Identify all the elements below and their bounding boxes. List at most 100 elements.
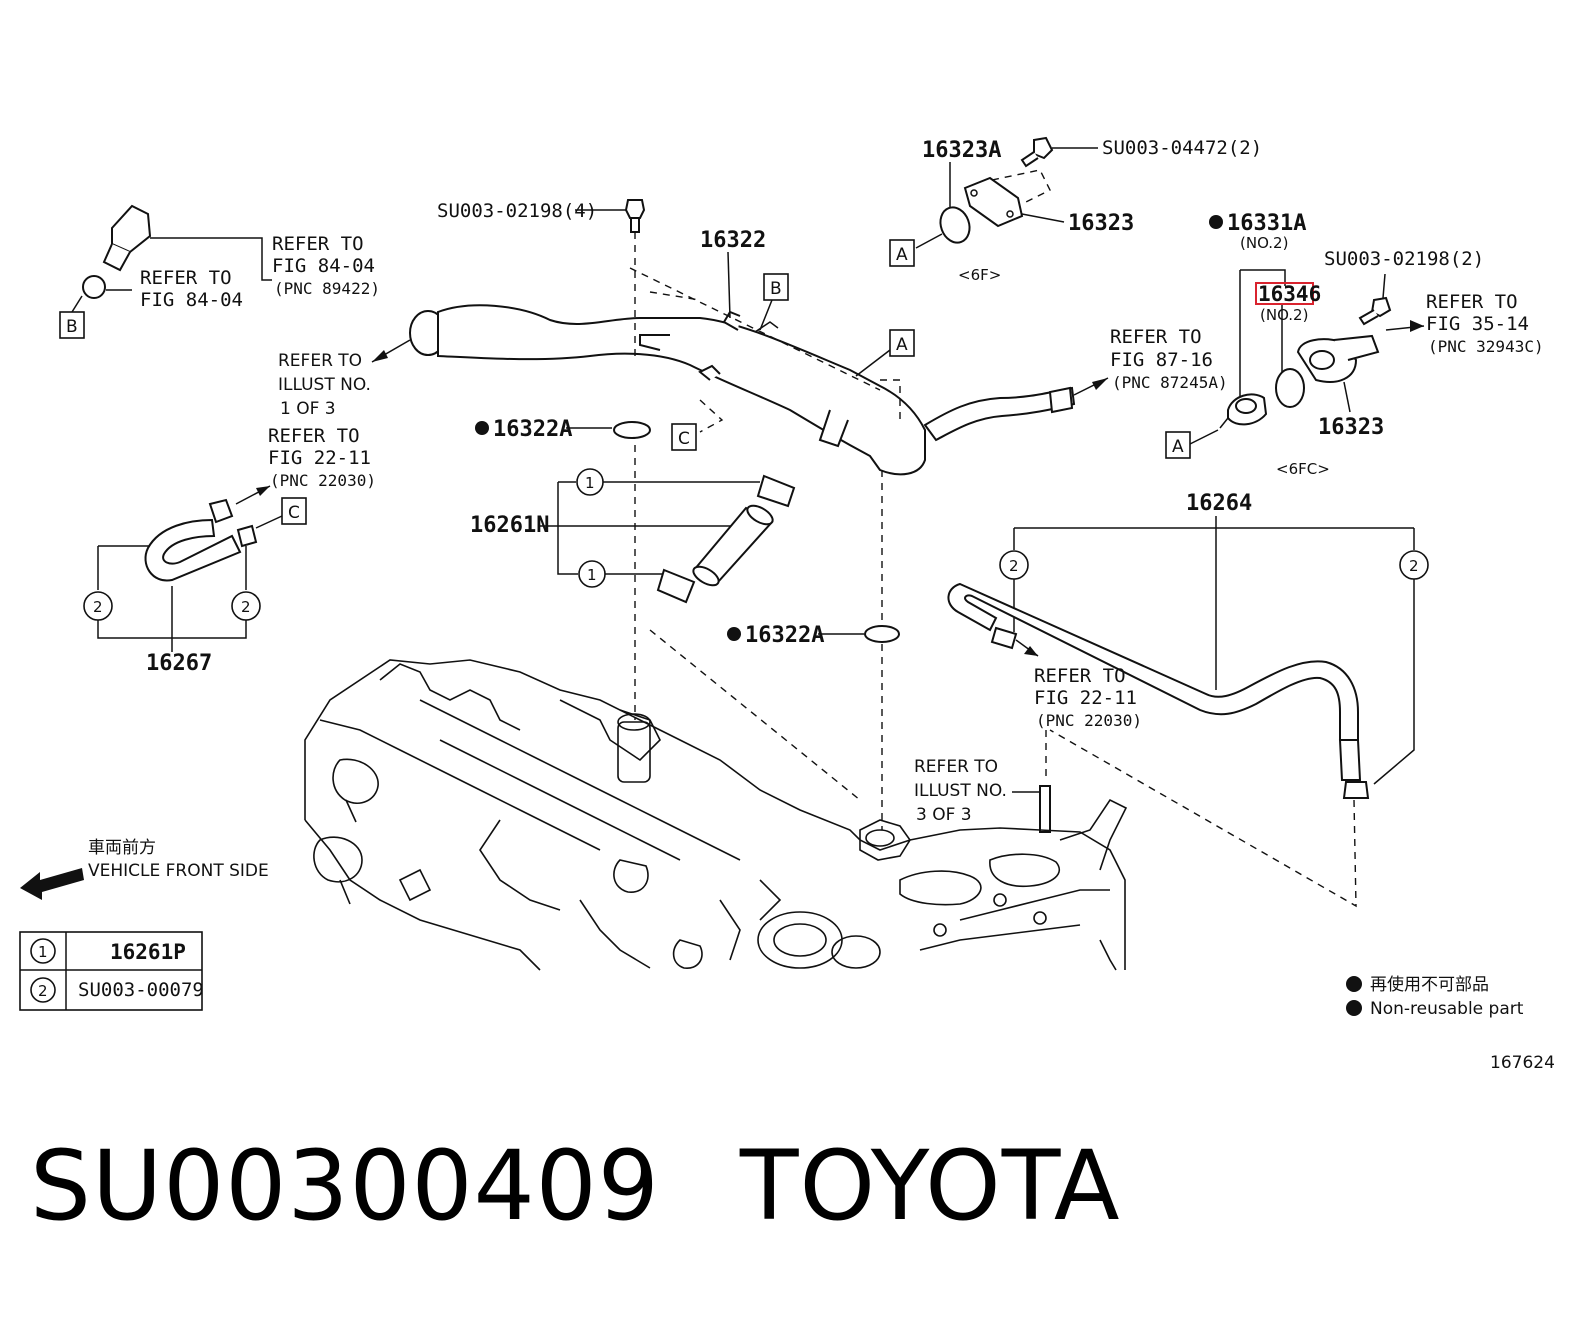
no2-label: (NO.2) (1260, 306, 1308, 324)
refer-to-label: REFER TO (268, 425, 360, 447)
fig-87-16-label: FIG 87-16 (1110, 349, 1213, 371)
gasket-ring-icon (1275, 368, 1305, 408)
callout-c-pipe: C (671, 423, 697, 451)
svg-text:2: 2 (1409, 557, 1419, 575)
pnc-87245a-label: (PNC 87245A) (1112, 373, 1228, 392)
fig-22-11-label: FIG 22-11 (268, 447, 371, 469)
callout-2-right-a: 2 (999, 550, 1029, 580)
illust-no-label: ILLUST NO. (914, 781, 1007, 801)
svg-text:2: 2 (93, 598, 103, 616)
hose-16264-icon (947, 582, 1370, 799)
svg-text:2: 2 (1009, 557, 1019, 575)
svg-text:C: C (678, 429, 690, 449)
svg-text:2: 2 (38, 982, 48, 1000)
o-ring-16322a-label: 16322A (493, 417, 572, 442)
hose-16264-label: 16264 (1186, 491, 1252, 516)
vehicle-front-en-label: VEHICLE FRONT SIDE (88, 861, 269, 881)
non-reusable-dot-icon (1346, 1000, 1362, 1016)
refer-to-label: REFER TO (1426, 291, 1518, 313)
refer-to-label: REFER TO (140, 267, 232, 289)
callout-1-top: 1 (576, 468, 604, 496)
svg-text:A: A (896, 245, 908, 265)
legend-jp-label: 再使用不可部品 (1370, 974, 1489, 995)
figure-number: 167624 (1490, 1053, 1555, 1073)
pnc-32943c-label: (PNC 32943C) (1428, 337, 1544, 356)
key-row-2: 2 SU003-00079 (30, 977, 204, 1003)
bolt-su003-02198-2-label: SU003-02198(2) (1324, 248, 1484, 270)
key-part-su003-00079: SU003-00079 (78, 979, 204, 1001)
hose-16267-label: 16267 (146, 651, 212, 676)
bolt-su003-04472-label: SU003-04472(2) (1102, 137, 1262, 159)
bolt-su003-02198-4-label: SU003-02198(4) (437, 200, 597, 222)
pnc-89422-label: (PNC 89422) (274, 279, 380, 298)
svg-text:2: 2 (241, 598, 251, 616)
svg-text:B: B (770, 279, 782, 299)
callout-a-top: A (889, 239, 915, 267)
refer-to-label: REFER TO (272, 233, 364, 255)
pnc-22030-label: (PNC 22030) (1036, 711, 1142, 730)
refer-to-label: REFER TO (914, 757, 998, 777)
callout-c-left: C (281, 497, 307, 525)
callout-2-left-b: 2 (231, 591, 261, 621)
brand-title: TOYOTA (739, 1130, 1121, 1242)
vehicle-front-jp-label: 車両前方 (88, 838, 156, 858)
non-reusable-dot-icon (1346, 976, 1362, 992)
bolt-icon (1358, 296, 1392, 326)
refer-to-label: REFER TO (1034, 665, 1126, 687)
svg-text:1: 1 (587, 566, 597, 584)
gasket-ring-icon (939, 206, 971, 244)
three-of-three-label: 3 OF 3 (916, 805, 972, 825)
fig-84-04-label: FIG 84-04 (140, 289, 243, 311)
part-16323-label: 16323 (1318, 415, 1384, 440)
thermostat-16331a-label: 16331A (1227, 211, 1306, 236)
callout-2-right-b: 2 (1399, 550, 1429, 580)
callout-a-pipe: A (889, 329, 915, 357)
product-title: SU00300409 TOYOTA (30, 1130, 1201, 1242)
callout-b-center: B (763, 273, 789, 301)
vehicle-front-arrow-icon (20, 868, 84, 900)
key-part-16261p: 16261P (110, 940, 186, 964)
part-16323-label: 16323 (1068, 211, 1134, 236)
one-of-three-label: 1 OF 3 (280, 399, 336, 419)
fig-22-11-label: FIG 22-11 (1034, 687, 1137, 709)
callout-2-left-a: 2 (83, 591, 113, 621)
callout-b-left: B (59, 311, 85, 339)
no2-label: (NO.2) (1240, 234, 1288, 252)
thermostat-cover-icon (1296, 334, 1380, 383)
svg-text:A: A (1172, 437, 1184, 457)
pnc-22030-label: (PNC 22030) (270, 471, 376, 490)
refer-to-label: REFER TO (1110, 326, 1202, 348)
svg-text:1: 1 (38, 943, 48, 961)
hose-icon (656, 474, 796, 604)
fig-84-04-label: FIG 84-04 (272, 255, 375, 277)
engine-block-illustration (304, 659, 1128, 971)
thermostat-icon (1219, 393, 1268, 429)
legend-en-label: Non-reusable part (1370, 999, 1524, 1019)
svg-text:1: 1 (585, 474, 595, 492)
cover-plate-icon (963, 176, 1024, 228)
water-pipe-16322 (409, 304, 926, 476)
o-ring-16322a-label: 16322A (745, 623, 824, 648)
svg-text:C: C (288, 503, 300, 523)
illust-no-label: ILLUST NO. (278, 375, 371, 395)
refer-to-label: REFER TO (278, 351, 362, 371)
stud-icon (1039, 785, 1051, 833)
bolt-icon (1020, 136, 1054, 168)
bolt-icon (624, 199, 646, 233)
o-ring-icon (864, 625, 900, 643)
key-row-1: 1 16261P (30, 938, 186, 964)
part-number-title: SU00300409 (30, 1130, 660, 1242)
callout-1-bottom: 1 (578, 560, 606, 588)
o-ring-icon (613, 421, 651, 439)
variant-6f-label: <6F> (958, 266, 1001, 284)
svg-text:B: B (66, 317, 78, 337)
gasket-16323a-label: 16323A (922, 138, 1001, 163)
highlighted-part-box (1255, 282, 1314, 305)
gasket-16346-label: 16346 (1258, 282, 1321, 306)
hose-16267-icon (144, 498, 258, 582)
variant-6fc-label: <6FC> (1276, 460, 1330, 478)
part-16322-label: 16322 (700, 228, 766, 253)
fig-35-14-label: FIG 35-14 (1426, 313, 1529, 335)
svg-text:A: A (896, 335, 908, 355)
